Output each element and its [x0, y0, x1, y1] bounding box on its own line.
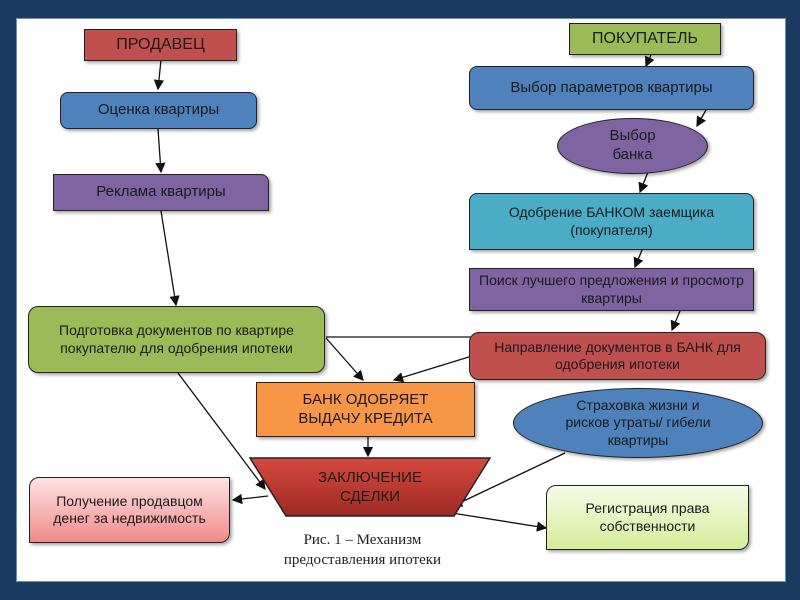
step-search: Поиск лучшего предложения и просмотр ква…: [469, 268, 754, 311]
step-params-label: Выбор параметров квартиры: [510, 78, 713, 96]
step-search-label: Поиск лучшего предложения и просмотр ква…: [479, 272, 744, 306]
bank-approves-credit-label: БАНК ОДОБРЯЕТ ВЫДАЧУ КРЕДИТА: [298, 390, 433, 427]
step-advertising-label: Реклама квартиры: [96, 183, 226, 201]
caption-line-1: Рис. 1 – Механизм: [303, 532, 422, 548]
step-valuation: Оценка квартиры: [60, 92, 257, 129]
registration: Регистрация права собственности: [546, 485, 749, 550]
deal-closing: ЗАКЛЮЧЕНИЕ СДЕЛКИ: [249, 457, 491, 517]
buyer-header-label: ПОКУПАТЕЛЬ: [592, 30, 698, 47]
figure-caption: Рис. 1 – Механизм предоставления ипотеки: [240, 530, 485, 571]
step-choose-bank: Выбор банка: [557, 118, 708, 174]
deal-closing-label: ЗАКЛЮЧЕНИЕ СДЕЛКИ: [318, 468, 422, 506]
step-documents-label: Подготовка документов по квартире покупа…: [59, 322, 294, 356]
step-bank-approval: Одобрение БАНКОМ заемщика (покупателя): [469, 193, 754, 250]
step-params: Выбор параметров квартиры: [469, 66, 754, 110]
step-bank-approval-label: Одобрение БАНКОМ заемщика (покупателя): [508, 204, 715, 238]
seller-payment-label: Получение продавцом денег за недвижимост…: [53, 492, 206, 527]
bank-approves-credit: БАНК ОДОБРЯЕТ ВЫДАЧУ КРЕДИТА: [256, 382, 475, 437]
step-advertising: Реклама квартиры: [53, 174, 269, 211]
deal-trapezoid-shape: [249, 457, 491, 517]
caption-line-2: предоставления ипотеки: [283, 552, 442, 569]
registration-label: Регистрация права собственности: [585, 500, 710, 534]
step-valuation-label: Оценка квартиры: [97, 101, 220, 119]
buyer-header: ПОКУПАТЕЛЬ: [569, 23, 721, 55]
step-choose-bank-label: Выбор банка: [609, 127, 656, 163]
insurance: Страховка жизни и рисков утраты/ гибели …: [513, 388, 763, 458]
seller-header: ПРОДАВЕЦ: [84, 29, 237, 61]
step-send-documents-label: Направление документов в БАНК для одобре…: [494, 338, 741, 373]
insurance-label: Страховка жизни и рисков утраты/ гибели …: [565, 396, 711, 448]
seller-payment: Получение продавцом денег за недвижимост…: [29, 477, 230, 543]
step-send-documents: Направление документов в БАНК для одобре…: [469, 332, 766, 380]
step-documents: Подготовка документов по квартире покупа…: [28, 306, 325, 373]
seller-header-label: ПРОДАВЕЦ: [116, 36, 205, 53]
